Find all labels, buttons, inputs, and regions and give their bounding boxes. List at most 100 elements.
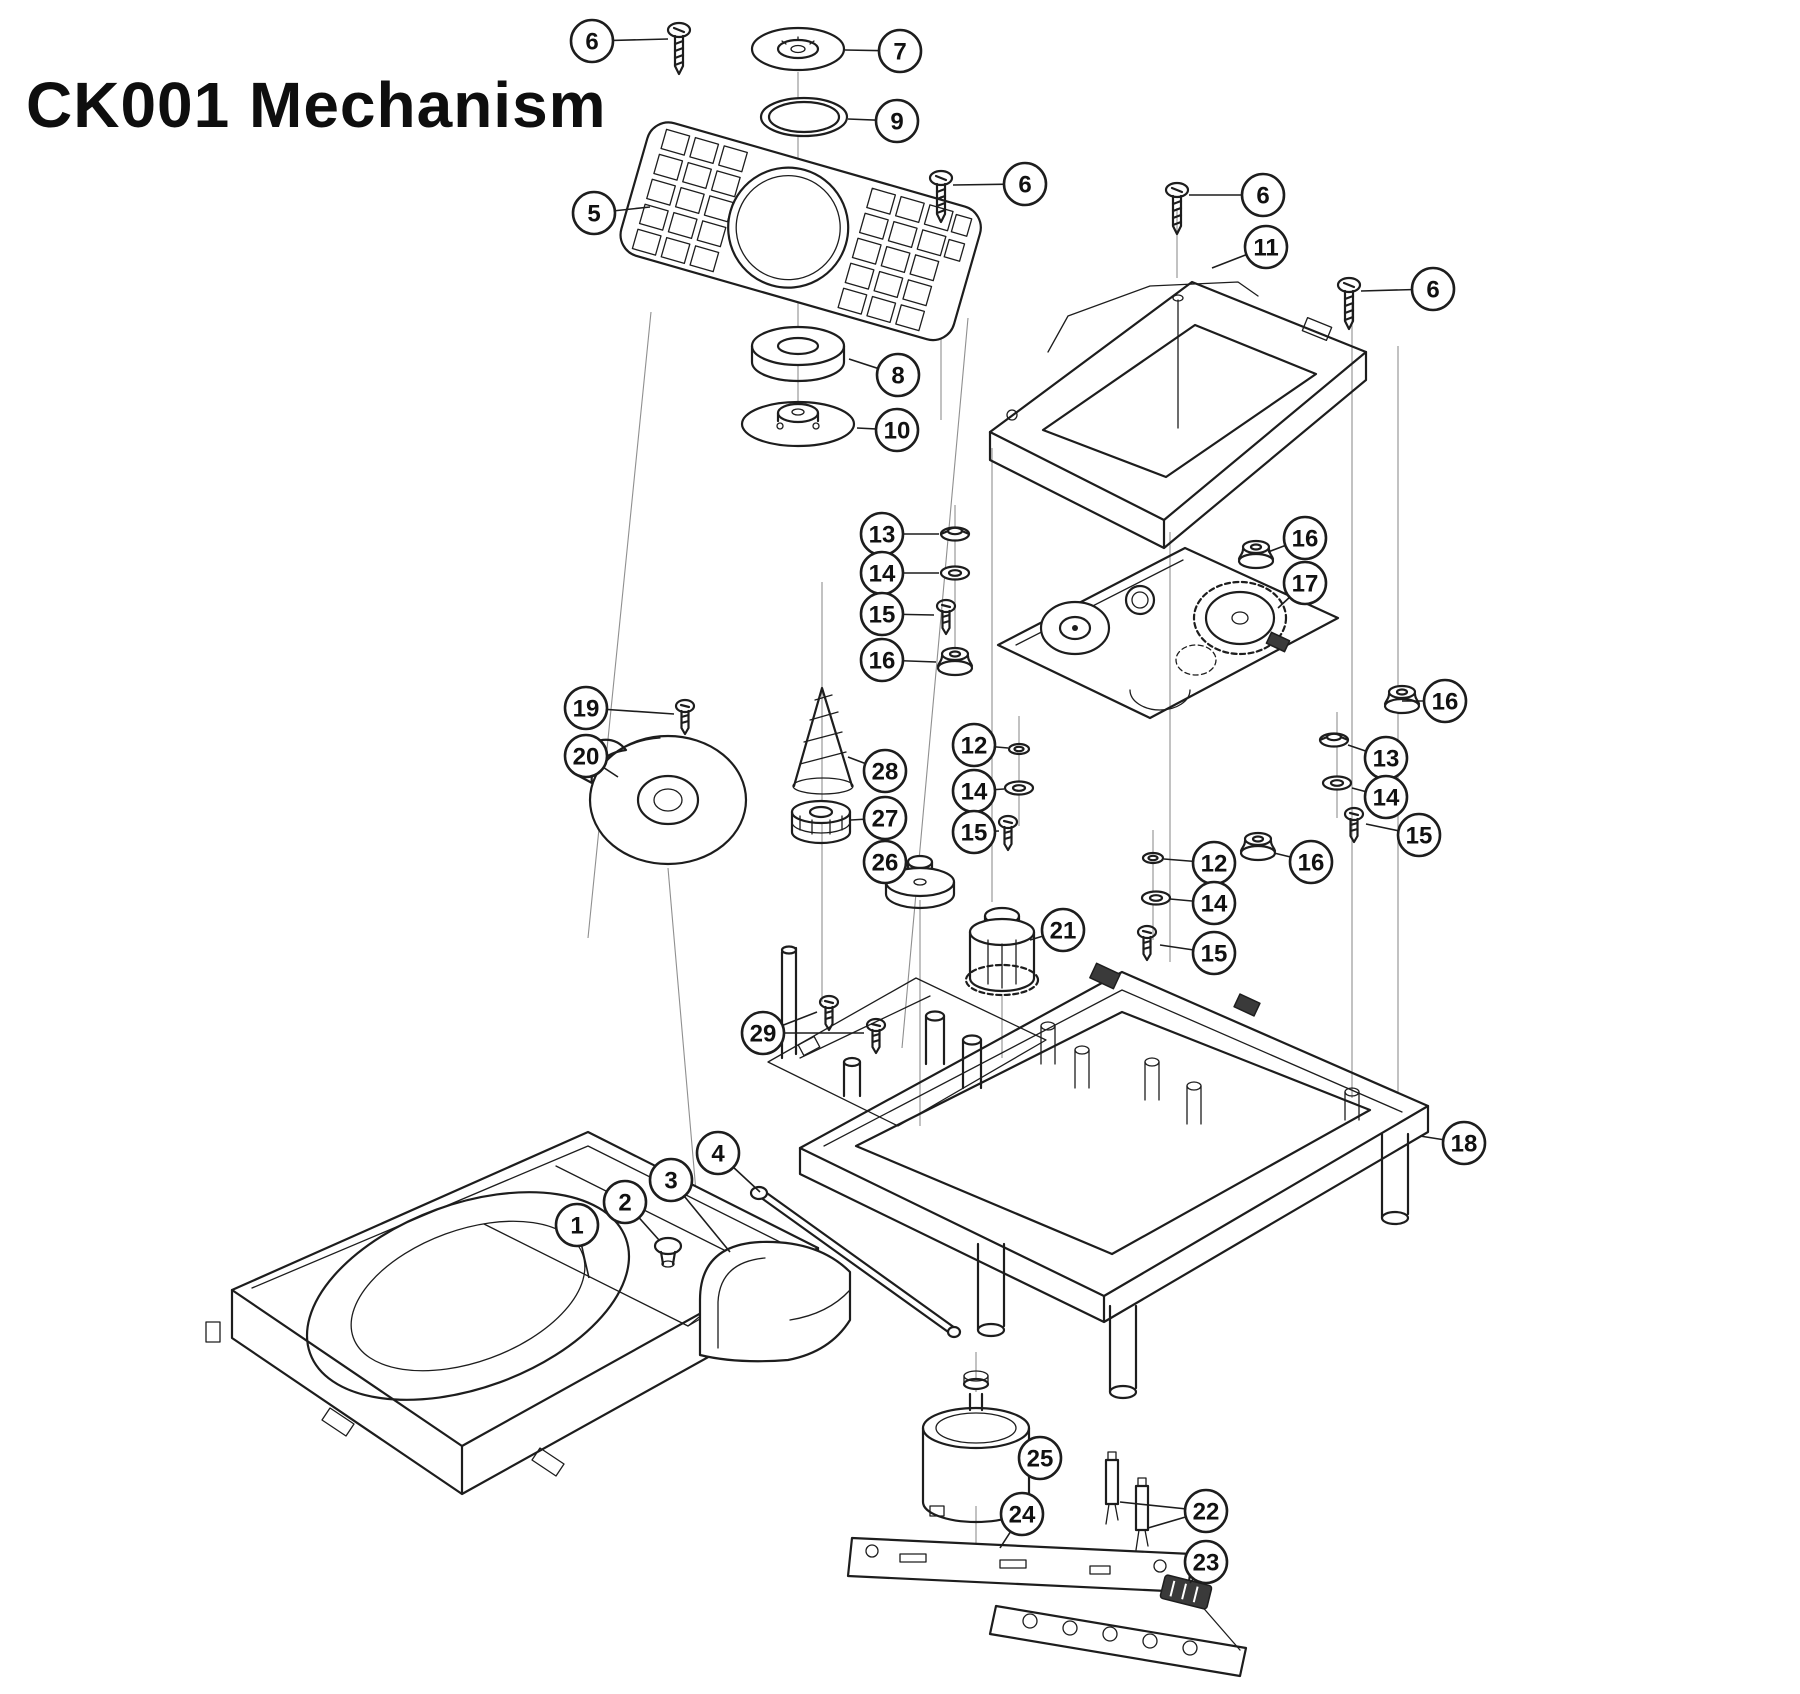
callout-13: 13 [859,511,939,557]
svg-text:16: 16 [1298,850,1325,877]
clamp-ring-part [759,96,849,138]
hardware-parts [935,526,1421,962]
svg-text:29: 29 [750,1021,777,1048]
callout-20: 20 [563,733,619,779]
svg-text:15: 15 [1406,823,1433,850]
svg-text:22: 22 [1193,1499,1220,1526]
callout-14: 14 [1169,880,1237,926]
callout-11: 11 [1211,224,1289,270]
callout-3: 3 [648,1157,731,1253]
callout-2: 2 [602,1179,660,1241]
callout-5: 5 [571,190,651,236]
callout-24: 24 [999,1491,1045,1549]
callout-14: 14 [859,550,939,596]
svg-text:3: 3 [664,1168,677,1195]
svg-text:26: 26 [872,850,899,877]
cone-spring-part [792,686,854,795]
callout-16: 16 [1402,678,1468,724]
screw-19-part [674,698,696,736]
callout-26: 26 [862,839,908,885]
callout-6: 6 [1189,172,1286,218]
svg-text:14: 14 [961,779,988,806]
callout-7: 7 [844,28,923,74]
svg-text:13: 13 [869,522,896,549]
page-title: CK001 Mechanism [26,69,607,141]
svg-text:2: 2 [618,1190,631,1217]
svg-text:1: 1 [570,1213,583,1240]
svg-text:6: 6 [585,29,598,56]
svg-text:23: 23 [1193,1550,1220,1577]
svg-text:25: 25 [1027,1446,1054,1473]
switch-parts [1104,1451,1150,1551]
button-part [653,1236,683,1268]
svg-text:16: 16 [1292,526,1319,553]
callout-19: 19 [563,685,675,731]
callout-16: 16 [859,637,937,683]
svg-text:24: 24 [1009,1502,1036,1529]
curved-cover-part [698,1240,852,1363]
svg-text:20: 20 [573,744,600,771]
disc-clamp-top-part [750,26,846,72]
svg-text:12: 12 [1201,851,1228,878]
gear-assembly-part [964,906,1040,997]
callout-15: 15 [1365,812,1442,858]
callout-layer: 6 7 9 5 6 6 1 16 8 10 13 16 14 17 15 16 16 19 12 13 20 28 14 14… [554,18,1487,1585]
traverse-unit-part [996,546,1340,720]
svg-text:27: 27 [872,806,899,833]
callout-28: 28 [847,748,908,794]
screw-6-part [1336,276,1362,331]
pcb-part [846,1536,1248,1678]
callout-29: 29 [740,1010,864,1056]
guide-rod-part [749,1185,962,1339]
loader-frame-part [988,280,1368,550]
svg-text:16: 16 [1432,689,1459,716]
svg-text:7: 7 [893,39,906,66]
callout-27: 27 [850,795,908,841]
callout-17: 17 [1277,560,1328,609]
connector-part [1159,1574,1213,1610]
callout-15: 15 [951,809,1000,855]
callout-12: 12 [1163,840,1237,886]
callout-15: 15 [1159,930,1237,976]
svg-text:15: 15 [1201,941,1228,968]
callout-1: 1 [554,1202,600,1279]
callout-25: 25 [1017,1435,1063,1481]
callout-21: 21 [1029,907,1086,953]
callout-4: 4 [695,1130,761,1193]
callout-8: 8 [848,352,921,398]
svg-text:15: 15 [869,602,896,629]
svg-text:12: 12 [961,733,988,760]
callout-12: 12 [951,722,1009,768]
svg-text:13: 13 [1373,746,1400,773]
svg-text:11: 11 [1253,235,1278,262]
svg-text:6: 6 [1256,183,1269,210]
cam-disc-part [574,734,748,866]
callout-9: 9 [847,98,920,144]
callout-23: 23 [1183,1539,1229,1585]
callout-16: 16 [1267,515,1328,561]
callout-22: 22 [1119,1488,1229,1534]
svg-text:28: 28 [872,759,899,786]
callout-16: 16 [1273,839,1334,885]
svg-text:6: 6 [1018,172,1031,199]
turntable-part [740,400,856,448]
svg-text:18: 18 [1451,1131,1478,1158]
callout-14: 14 [951,768,1005,814]
callout-10: 10 [856,407,920,453]
svg-text:14: 14 [869,561,896,588]
clamp-magnet-part [750,325,846,383]
callout-15: 15 [859,591,935,637]
callout-18: 18 [1419,1120,1487,1166]
svg-text:8: 8 [891,363,904,390]
chassis-part [798,962,1430,1400]
svg-text:19: 19 [573,696,600,723]
callout-13: 13 [1347,735,1409,781]
svg-text:16: 16 [869,648,896,675]
callout-6: 6 [569,18,669,64]
callout-6: 6 [952,161,1048,207]
screw-29-part [818,994,840,1032]
svg-text:21: 21 [1050,918,1077,945]
svg-text:4: 4 [711,1141,725,1168]
